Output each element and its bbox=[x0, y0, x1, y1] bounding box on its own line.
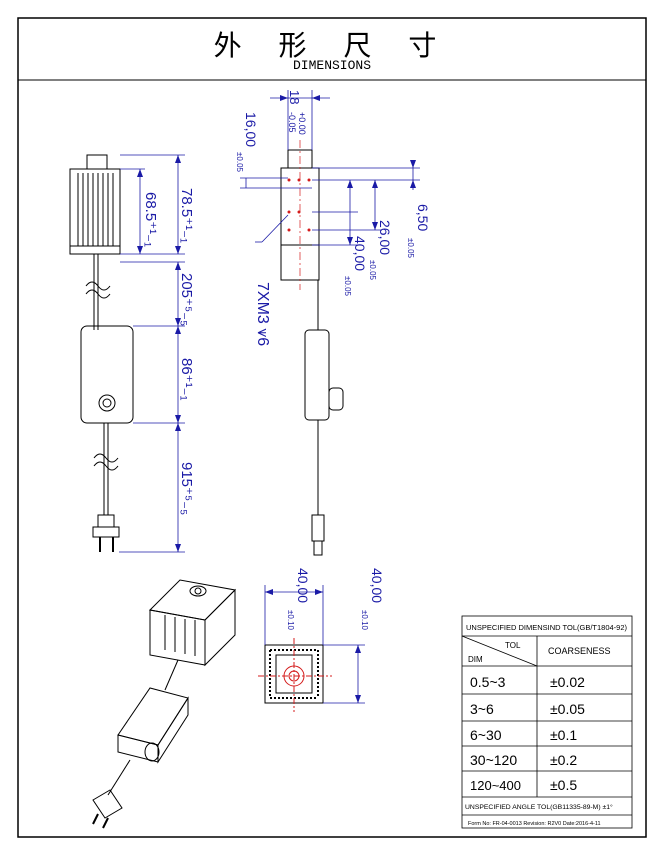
isometric-view bbox=[92, 579, 237, 829]
dim-end-width: 40,00 bbox=[295, 568, 311, 603]
tol-value-1: ±0.02 bbox=[550, 674, 585, 690]
iso-plug bbox=[92, 789, 123, 819]
left-view-dimension-lines bbox=[119, 154, 185, 553]
iso-power-jack bbox=[144, 742, 160, 762]
dim-40: 40,00 bbox=[352, 236, 368, 271]
tol-col-coarseness: COARSENESS bbox=[548, 646, 611, 656]
iso-head-front bbox=[149, 609, 206, 666]
dim-40-tol: ±0.05 bbox=[343, 276, 352, 297]
dim-end-width-tol: ±0.10 bbox=[286, 610, 295, 631]
side-view-arrows bbox=[280, 95, 416, 245]
tol-value-3: ±0.1 bbox=[550, 727, 577, 743]
tol-value-5: ±0.5 bbox=[550, 777, 577, 793]
tolerance-table-grid bbox=[461, 615, 633, 829]
dim-26-tol: ±0.05 bbox=[368, 260, 377, 281]
side-power-jack bbox=[328, 387, 344, 411]
dim-78-5: 78.5⁺¹₋₁ bbox=[178, 188, 195, 243]
driver-box bbox=[80, 325, 134, 424]
tol-value-4: ±0.2 bbox=[550, 752, 577, 768]
tol-value-2: ±0.05 bbox=[550, 701, 585, 717]
tol-table-header: UNSPECIFIED DIMENSIND TOL(GB/T1804-92) bbox=[466, 623, 628, 632]
tol-angle-note: UNSPECIFIED ANGLE TOL(GB11335-89-M) ±1° bbox=[465, 803, 613, 811]
left-view-arrows bbox=[137, 155, 181, 552]
title-chinese: 外 形 尺 寸 bbox=[213, 29, 451, 62]
iso-driver-top bbox=[117, 687, 189, 746]
power-jack bbox=[98, 394, 116, 412]
dim-68-5: 68.5⁺¹₋₁ bbox=[142, 192, 159, 247]
dim-6-50-tol: ±0.05 bbox=[406, 238, 415, 259]
dim-16: 16,00 bbox=[243, 112, 259, 147]
thread-callout: 7XM3 ⩛6 bbox=[254, 282, 271, 346]
dim-205: 205⁺⁵₋₅ bbox=[178, 273, 195, 326]
cable-break bbox=[85, 281, 111, 291]
dim-86: 86⁺¹₋₁ bbox=[178, 358, 195, 401]
dim-18-tol-plus: +0.00 bbox=[297, 112, 307, 135]
iso-head-top bbox=[148, 579, 237, 621]
iso-head-side bbox=[204, 588, 236, 667]
dim-915: 915⁺⁵₋₅ bbox=[178, 462, 195, 515]
end-view-arrows bbox=[265, 589, 361, 703]
side-view-dimension-lines bbox=[240, 90, 420, 246]
dim-16-tol: ±0.05 bbox=[235, 152, 244, 173]
left-view bbox=[69, 154, 134, 552]
end-view-center bbox=[258, 638, 332, 712]
dim-6-50: 6,50 bbox=[415, 204, 431, 231]
end-view-dimension-lines bbox=[264, 585, 365, 704]
laser-lens-stub bbox=[86, 154, 108, 170]
tol-col-tol: TOL bbox=[505, 641, 521, 650]
dim-end-height-tol: ±0.10 bbox=[360, 610, 369, 631]
dim-end-height: 40,00 bbox=[369, 568, 385, 603]
dim-26: 26,00 bbox=[377, 220, 393, 255]
title-english: DIMENSIONS bbox=[292, 58, 371, 73]
outer-frame bbox=[17, 17, 647, 838]
iso-cable bbox=[164, 659, 179, 691]
side-plug bbox=[311, 514, 325, 542]
tol-col-dim: DIM bbox=[468, 655, 483, 664]
iso-lens bbox=[189, 585, 207, 597]
plug-neck bbox=[97, 514, 115, 528]
tol-range-4: 30~120 bbox=[470, 752, 517, 768]
side-screw-holes bbox=[287, 178, 311, 232]
tol-form-note: Form No: FR-04-0013 Revision: R2V0 Date:… bbox=[468, 821, 601, 827]
dim-18: 18 bbox=[287, 90, 302, 104]
side-driver-box bbox=[304, 329, 330, 421]
tol-range-2: 3~6 bbox=[470, 701, 494, 717]
tol-range-5: 120~400 bbox=[470, 778, 521, 793]
dim-18-tol-minus: -0.05 bbox=[287, 112, 297, 133]
tol-range-3: 6~30 bbox=[470, 727, 502, 743]
tol-range-1: 0.5~3 bbox=[470, 674, 506, 690]
side-view bbox=[280, 149, 344, 556]
